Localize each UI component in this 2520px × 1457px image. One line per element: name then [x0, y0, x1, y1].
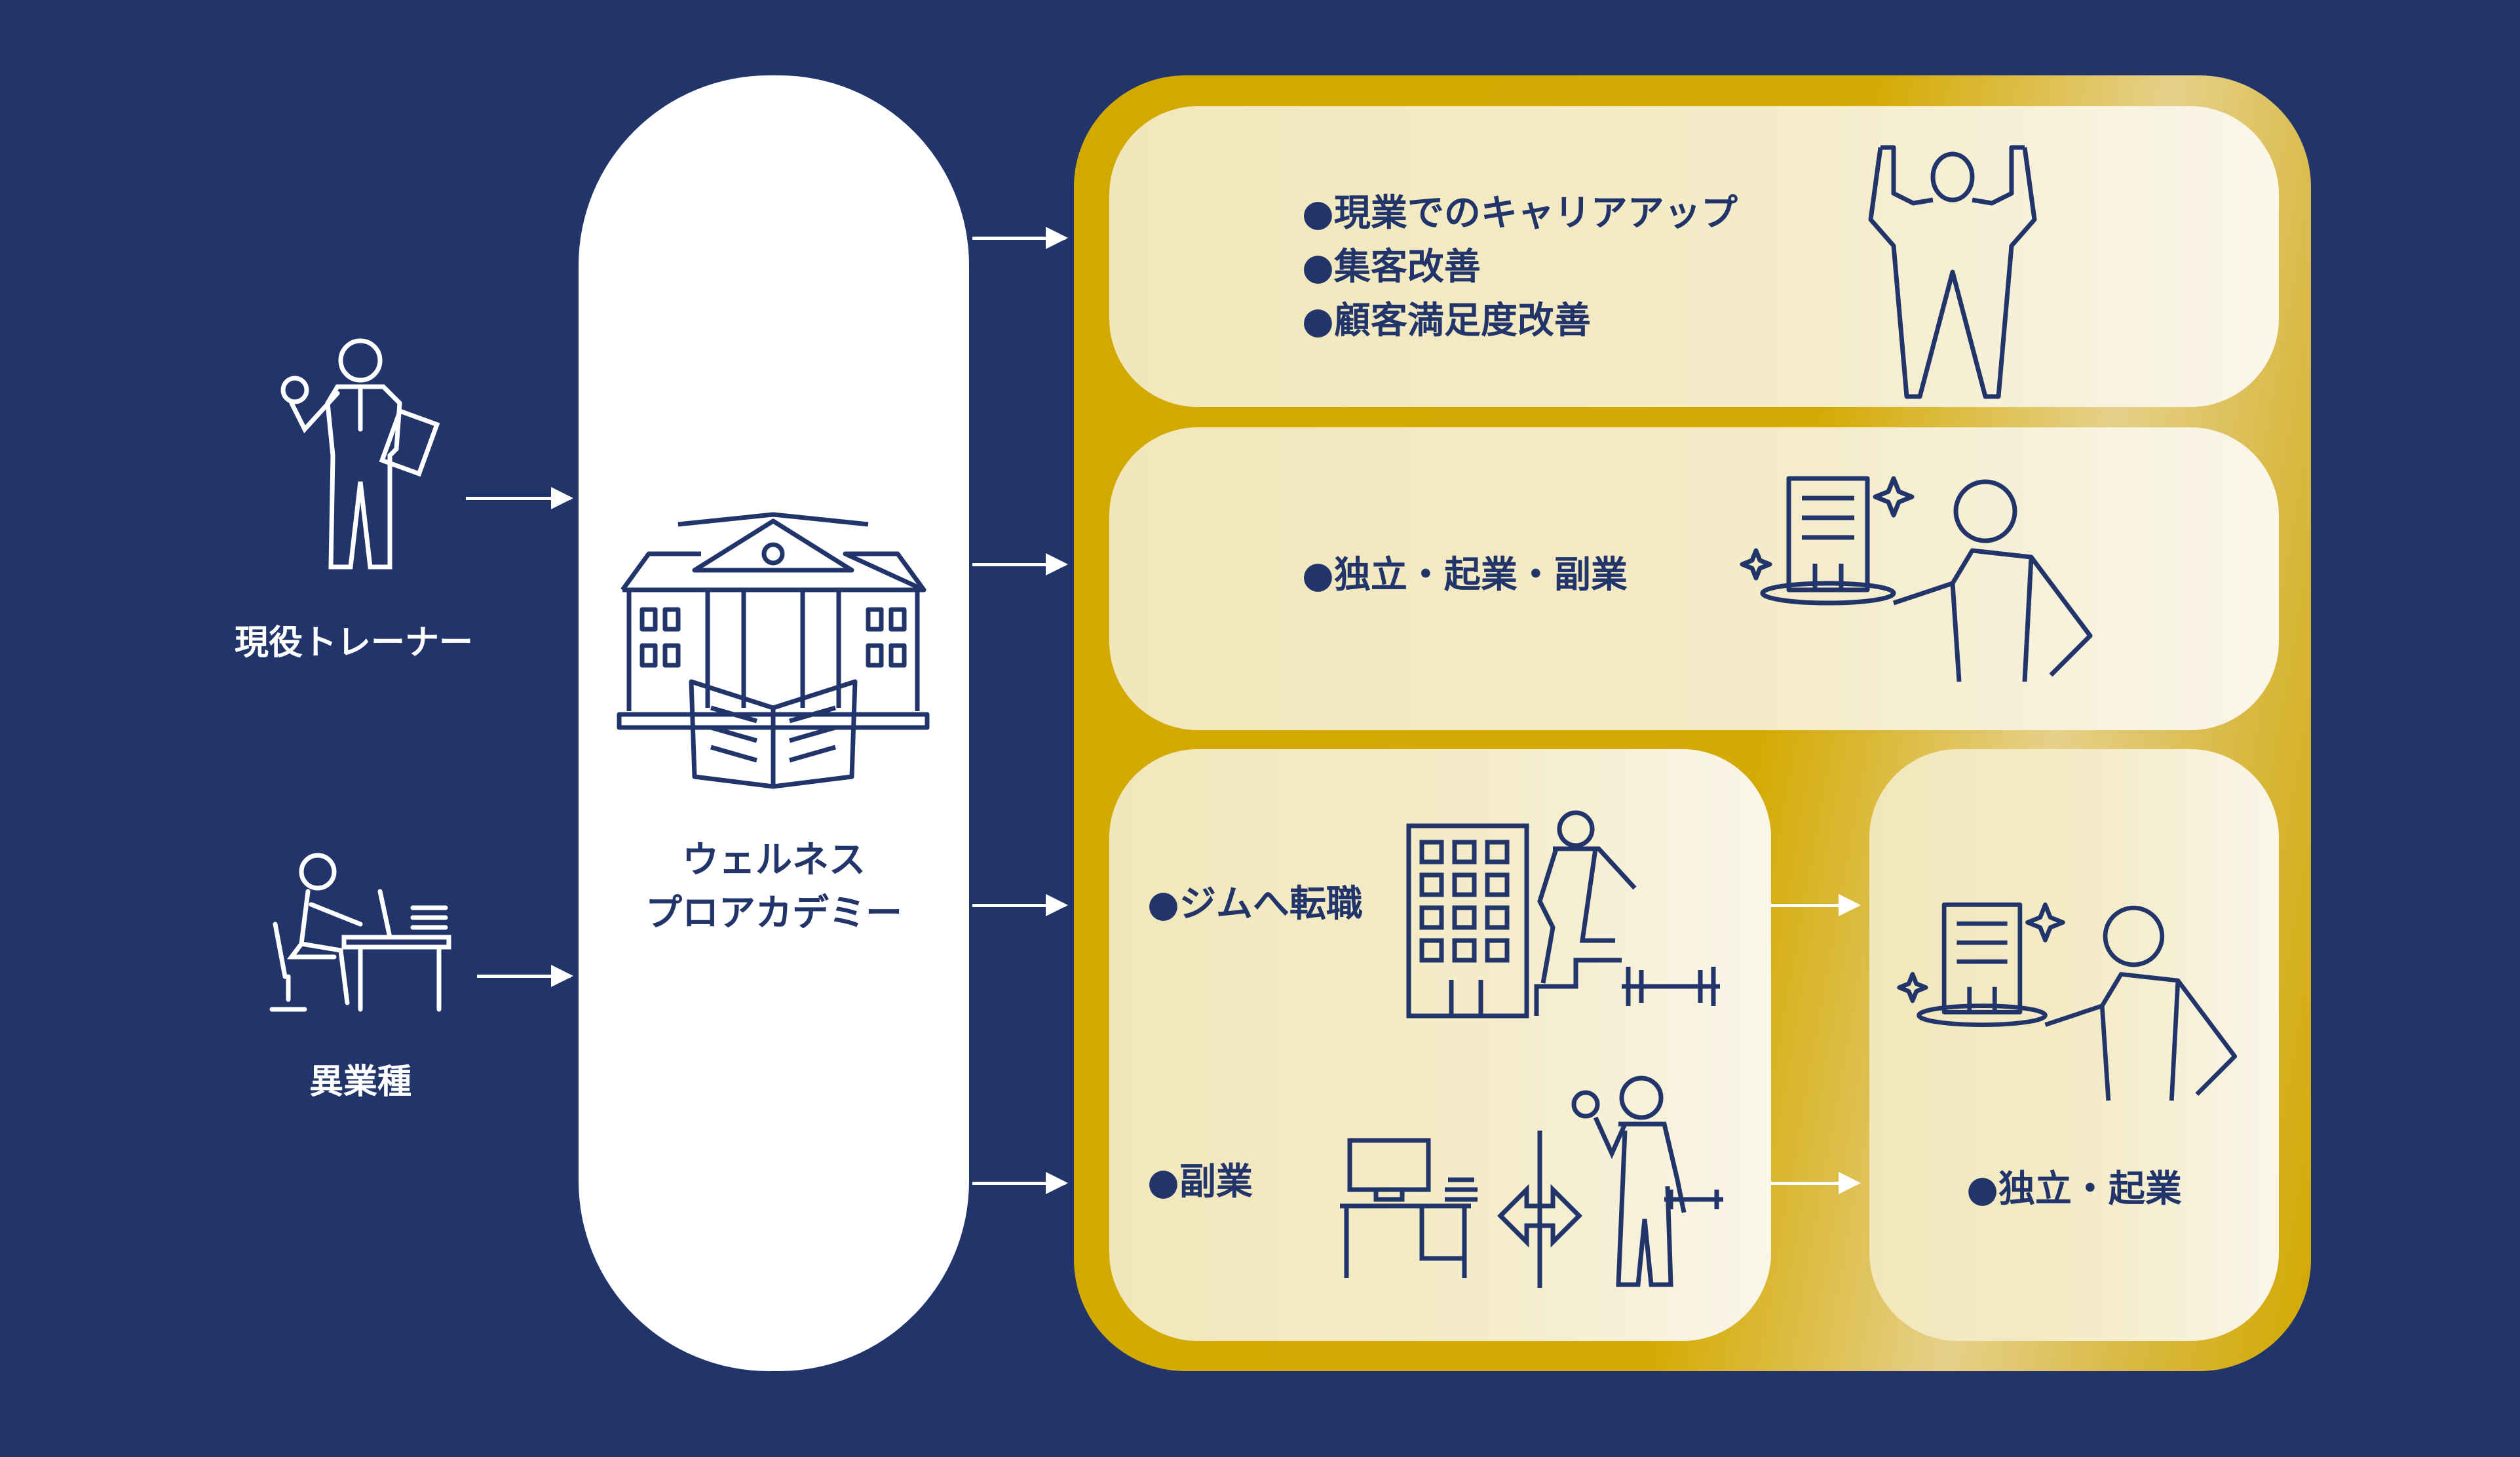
- muscle-man-icon: [1868, 145, 2037, 399]
- outcome-gym-job-change: ●ジムへ転職: [1147, 883, 1363, 925]
- desk-and-trainer-icon: [1340, 1076, 1723, 1288]
- outcome-customer-satisfaction: ●顧客満足度改善: [1302, 300, 1591, 342]
- academy-name-line1: ウェルネス: [682, 839, 866, 882]
- business-owner-icon: [1897, 902, 2238, 1101]
- academy-name-line2: プロアカデミー: [645, 892, 902, 935]
- arrow-other-industry-to-academy: [477, 965, 573, 987]
- arrow-to-career-up: [972, 227, 1068, 249]
- arrow-trainer-to-academy: [466, 487, 573, 509]
- outcome-final-independence: ●独立・起業: [1966, 1168, 2182, 1211]
- outcome-panel-independence: [1109, 427, 2279, 730]
- trainer-icon: [280, 338, 440, 570]
- office-worker-icon: [269, 853, 451, 1012]
- outcome-panel-trainer: [1109, 106, 2279, 407]
- building-climbing-man-icon: [1406, 810, 1720, 1019]
- outcome-panel-final-independence: [1869, 749, 2279, 1341]
- outcome-independence-side-job: ●独立・起業・副業: [1302, 554, 1628, 596]
- arrow-gym-job-to-independence: [1771, 894, 1861, 916]
- outcome-customer-acquisition: ●集客改善: [1302, 246, 1481, 288]
- arrow-side-job-to-independence: [1771, 1172, 1861, 1194]
- outcome-side-job: ●副業: [1147, 1161, 1253, 1203]
- academy-building-icon: [617, 512, 930, 789]
- business-owner-icon: [1740, 476, 2093, 682]
- outcome-career-up: ●現業でのキャリアアップ: [1302, 192, 1738, 235]
- arrow-to-side-job: [972, 1172, 1068, 1194]
- source-label-other-industry: 異業種: [309, 1062, 411, 1102]
- arrow-to-independence: [972, 553, 1068, 575]
- arrow-to-gym-job: [972, 894, 1068, 916]
- source-label-trainer: 現役トレーナー: [234, 623, 473, 663]
